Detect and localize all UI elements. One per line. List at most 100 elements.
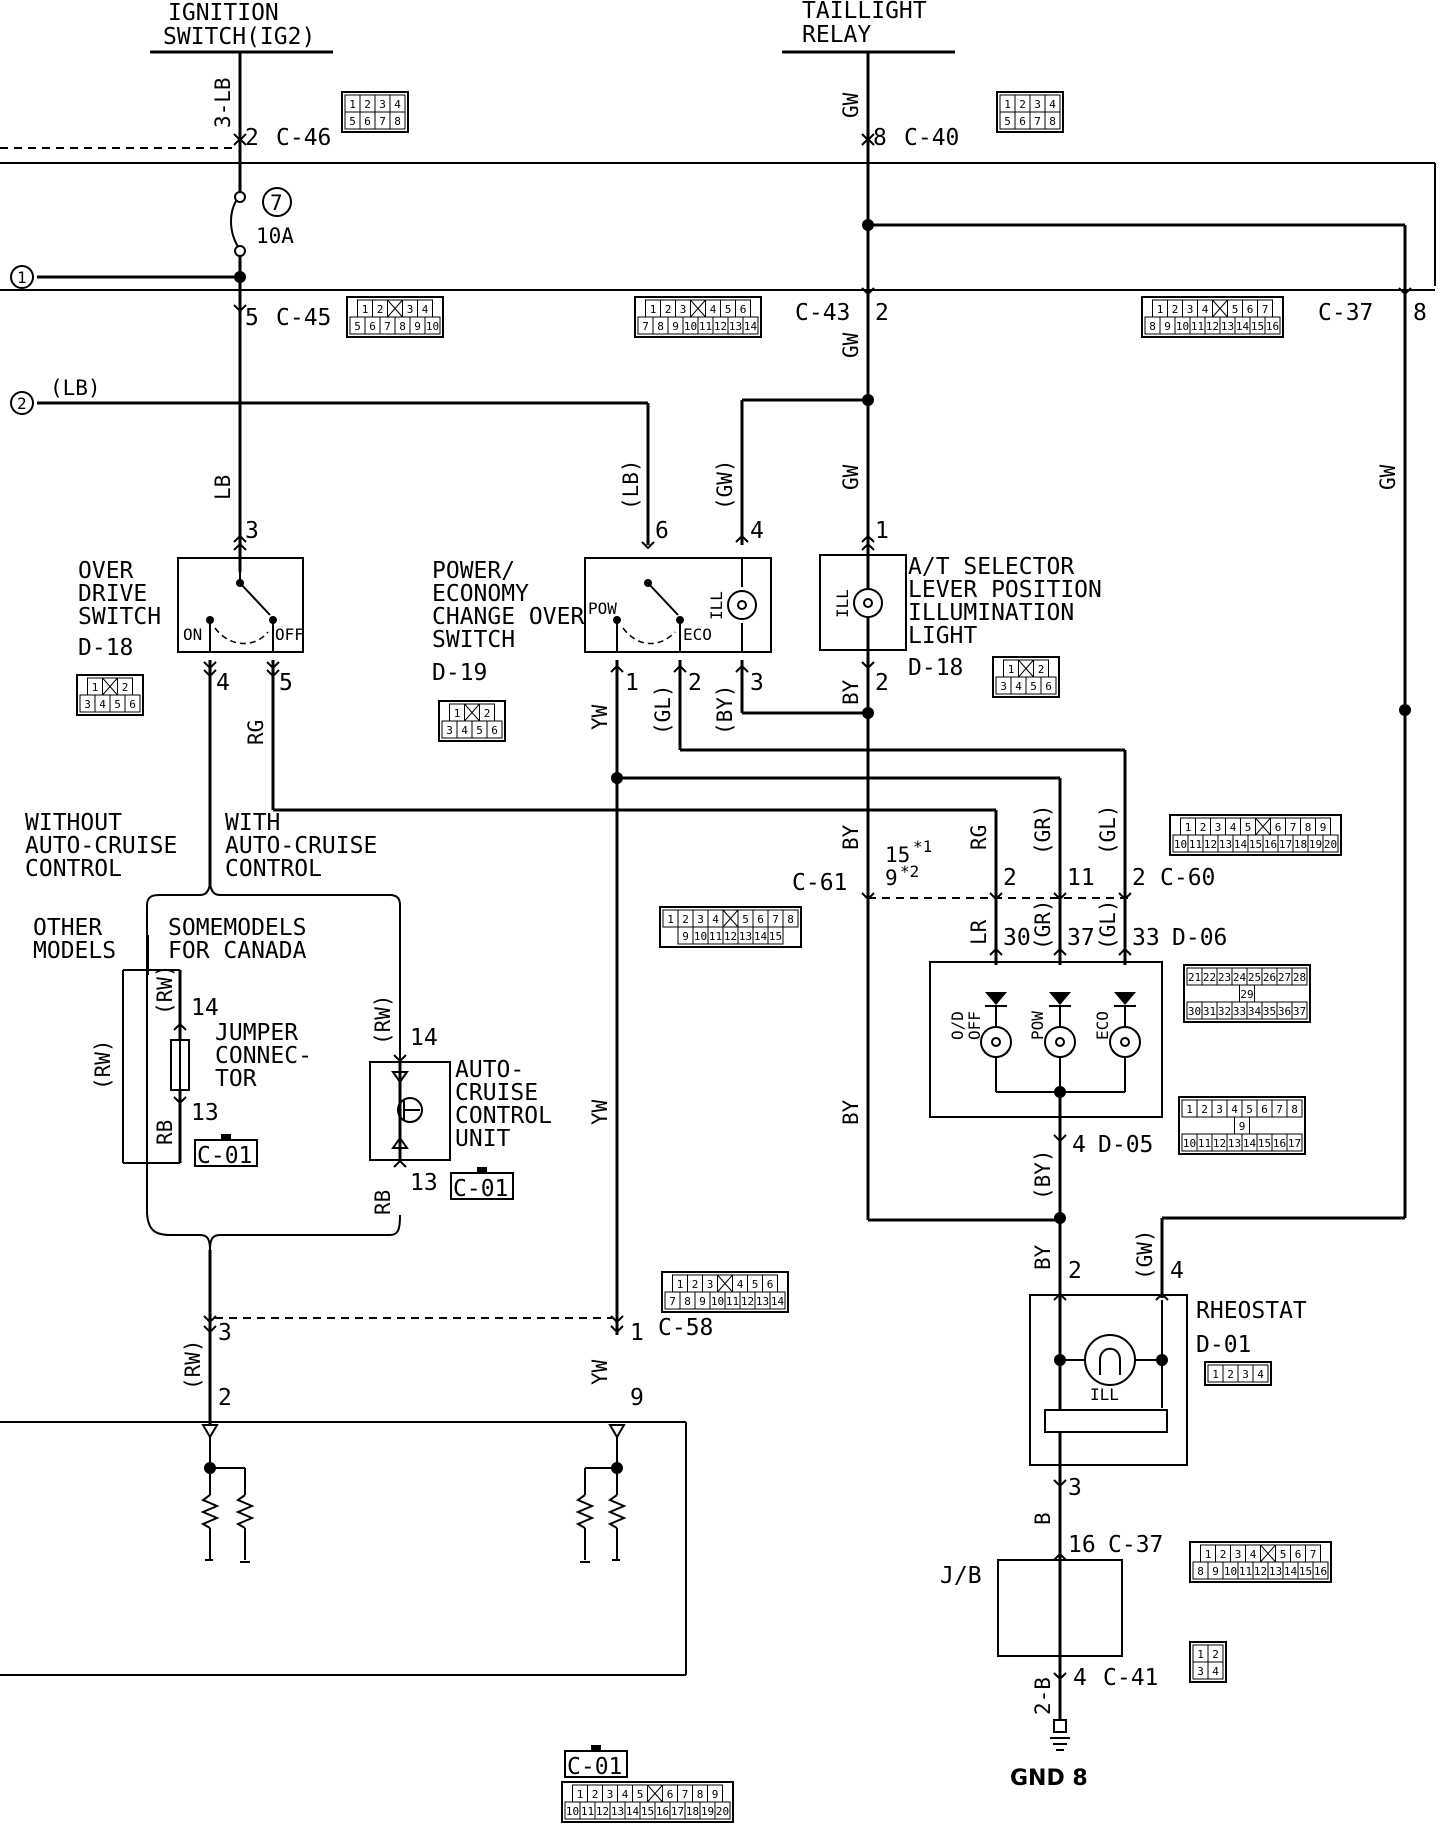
junction-block: J/B bbox=[940, 1559, 1123, 1657]
pinout-pin-number: 15 bbox=[1251, 320, 1264, 333]
pin-label: 2 bbox=[218, 1385, 232, 1411]
pinout-pin-number: 7 bbox=[682, 1788, 689, 1801]
pinout-pin-number: 7 bbox=[379, 115, 386, 128]
pinout-pin-number: 4 bbox=[737, 1278, 744, 1291]
pinout-pin-number: 5 bbox=[742, 913, 749, 926]
pinout-cell bbox=[1291, 967, 1308, 986]
pin-label: 2 bbox=[1003, 865, 1017, 891]
wire-label-gr: (GR) bbox=[1031, 804, 1055, 855]
pin-label: 5 bbox=[245, 305, 259, 331]
pinout-pin-number: 8 bbox=[697, 1788, 704, 1801]
pinout-cell bbox=[1040, 676, 1057, 695]
pin-label: 1 bbox=[630, 1320, 644, 1346]
pinout-pin-number: 3 bbox=[379, 98, 386, 111]
pinout-pin-number: 3 bbox=[1216, 1103, 1223, 1116]
wire-label-lr: LR bbox=[967, 919, 991, 945]
connector-c46: C-46 bbox=[276, 125, 331, 151]
pinout-pin-number: 10 bbox=[694, 930, 707, 943]
ind-eco-label: ECO bbox=[1093, 1011, 1112, 1040]
pinout-cell bbox=[742, 316, 759, 335]
pinout-pin-number: 19 bbox=[701, 1805, 714, 1818]
without-label-1: WITHOUT bbox=[25, 810, 122, 836]
pinout-cell bbox=[1207, 1661, 1224, 1680]
pe-title-3: CHANGE OVER bbox=[432, 604, 584, 630]
pinout-pin-number: 9 bbox=[414, 320, 421, 333]
wire-color-labels: 3-LB GW GW GW GW LB (LB) (LB) (GW) RG YW… bbox=[50, 77, 1400, 1715]
acc-title-2: CRUISE bbox=[455, 1080, 538, 1106]
wire-label-lb-input: (LB) bbox=[50, 376, 101, 400]
wire-label-gw-right: GW bbox=[1376, 464, 1400, 490]
pinout-pin-number: 13 bbox=[1221, 320, 1234, 333]
pinout-pin-number: 1 bbox=[1186, 1103, 1193, 1116]
pinout-pin-number: 1 bbox=[1008, 663, 1015, 676]
pinout-pin-number: 4 bbox=[1015, 680, 1022, 693]
pe-title-1: POWER/ bbox=[432, 558, 515, 584]
pin-label: 16 bbox=[1068, 1532, 1096, 1558]
pinout-pin-number: 3 bbox=[607, 1788, 614, 1801]
pinout-pin-number: 2 bbox=[692, 1278, 699, 1291]
pinout-pin-number: 15 bbox=[1258, 1137, 1271, 1150]
pinout-pin-number: 6 bbox=[767, 1278, 774, 1291]
pinout-pin-number: 8 bbox=[657, 320, 664, 333]
pinout-pin-number: 1 bbox=[454, 707, 461, 720]
pinout-pin-number: 2 bbox=[592, 1788, 599, 1801]
pinout-pin-number: 8 bbox=[684, 1295, 691, 1308]
ignition-switch-source: IGNITION SWITCH(IG2) bbox=[150, 0, 333, 54]
overdrive-title-1: OVER bbox=[78, 558, 134, 584]
pinout-pin-number: 14 bbox=[626, 1805, 640, 1818]
pinout-pin-number: 9 bbox=[672, 320, 679, 333]
pinout-pin-number: 1 bbox=[92, 681, 99, 694]
wire-label-by: BY bbox=[839, 679, 863, 705]
pinout-pin-number: 6 bbox=[667, 1788, 674, 1801]
pinout-pin-number: 3 bbox=[84, 698, 91, 711]
pin-label: 9 bbox=[630, 1385, 644, 1411]
ignition-title-2: SWITCH(IG2) bbox=[163, 24, 315, 50]
pinout-pin-number: 3 bbox=[1187, 303, 1194, 316]
without-label-2: AUTO-CRUISE bbox=[25, 833, 177, 859]
wire-label-yw: YW bbox=[588, 704, 612, 730]
at-title-4: LIGHT bbox=[908, 623, 977, 649]
pinout-pin-number: 12 bbox=[1213, 1137, 1226, 1150]
other-label-2: MODELS bbox=[33, 938, 116, 964]
pinout-pin-number: 3 bbox=[1242, 1368, 1249, 1381]
pinout-pin-number: 1 bbox=[1197, 1648, 1204, 1661]
pin-label: 37 bbox=[1067, 925, 1095, 951]
pinout-pin-number: 14 bbox=[1243, 1137, 1257, 1150]
pinout-pin-number: 13 bbox=[611, 1805, 624, 1818]
wire-label-by-paren: (BY) bbox=[713, 684, 737, 735]
c01-label-c: C-01 bbox=[567, 1754, 622, 1780]
circle-ref-2: 2 bbox=[10, 391, 34, 415]
pinout-cell bbox=[1286, 1133, 1303, 1152]
pinout-pin-number: 4 bbox=[622, 1788, 629, 1801]
pinout-pin-number: 2 bbox=[1038, 663, 1045, 676]
at-title-3: ILLUMINATION bbox=[908, 600, 1074, 626]
pinout-pin-number: 3 bbox=[680, 303, 687, 316]
pinout-pin-number: 1 bbox=[349, 98, 356, 111]
pin-label: 2 bbox=[688, 670, 702, 696]
pinout-pin-number: 11 bbox=[1191, 320, 1204, 333]
wire-label-gl2: (GL) bbox=[1096, 804, 1120, 855]
pinout-pin-number: 6 bbox=[369, 320, 376, 333]
pinout-pin-number: 23 bbox=[1218, 971, 1231, 984]
with-label-2: AUTO-CRUISE bbox=[225, 833, 377, 859]
pinout-pin-number: 4 bbox=[99, 698, 106, 711]
pinout-pin-number: 16 bbox=[1314, 1565, 1327, 1578]
acc-title-3: CONTROL bbox=[455, 1103, 552, 1129]
pinout-pin-number: 1 bbox=[677, 1278, 684, 1291]
pinout-pin-number: 17 bbox=[671, 1805, 684, 1818]
fuse-rating: 10A bbox=[256, 224, 294, 248]
pinout-pin-number: 16 bbox=[1264, 838, 1277, 851]
pinout-pin-number: 5 bbox=[476, 724, 483, 737]
auto-cruise-unit: AUTO- CRUISE CONTROL UNIT bbox=[369, 1057, 552, 1161]
pinout-cell bbox=[1264, 316, 1281, 335]
pinout-pin-number: 18 bbox=[686, 1805, 699, 1818]
pinout-pin-number: 4 bbox=[710, 303, 717, 316]
pe-title-4: SWITCH bbox=[432, 627, 515, 653]
jumper-title-3: TOR bbox=[215, 1066, 257, 1092]
pin-label: 8 bbox=[1413, 300, 1427, 326]
pinout-pin-number: 8 bbox=[399, 320, 406, 333]
